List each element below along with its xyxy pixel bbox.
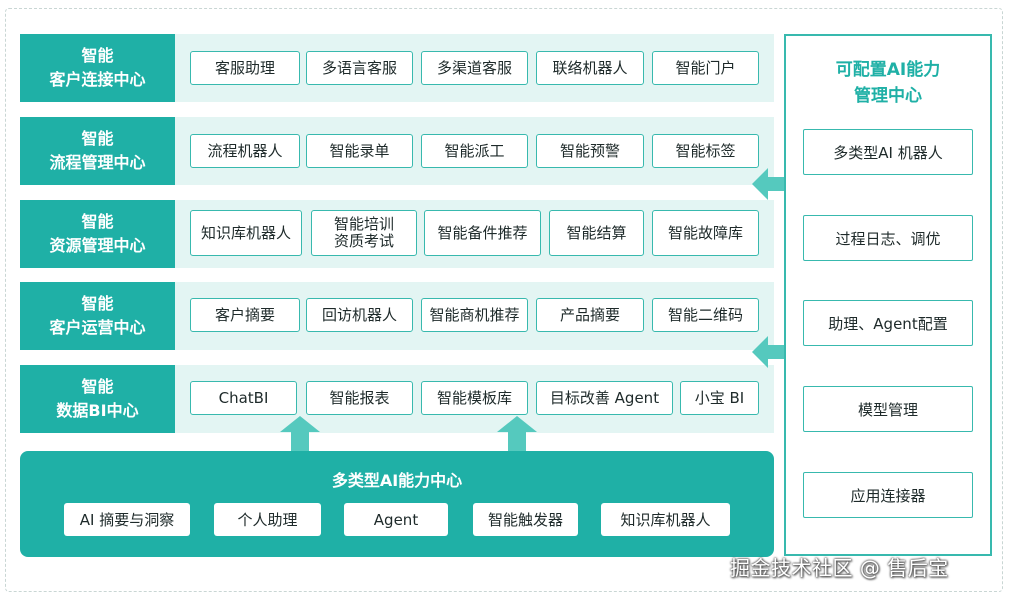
side-item-multi-ai-robot: 多类型AI 机器人 xyxy=(803,129,973,175)
ai-config-mgmt-panel xyxy=(784,34,992,556)
arrow-left-icon xyxy=(752,168,792,200)
diagram-frame xyxy=(5,8,1003,592)
item-smart-settlement: 智能结算 xyxy=(549,210,644,256)
item-training-line2: 资质考试 xyxy=(333,232,394,250)
bottom-item-ai-summary: AI 摘要与洞察 xyxy=(64,503,190,536)
item-template-library: 智能模板库 xyxy=(421,381,528,415)
item-smart-tag: 智能标签 xyxy=(652,134,759,168)
row-label-data-bi: 智能 数据BI中心 xyxy=(20,365,175,433)
item-knowledge-robot: 知识库机器人 xyxy=(190,210,302,256)
item-smart-portal: 智能门户 xyxy=(652,51,759,85)
arrow-up-icon xyxy=(280,416,320,452)
item-opportunity-recommend: 智能商机推荐 xyxy=(421,298,528,332)
item-training-exam: 智能培训 资质考试 xyxy=(311,210,417,256)
bottom-item-personal-assistant: 个人助理 xyxy=(214,503,321,536)
arrow-up-icon xyxy=(497,416,537,452)
item-spare-parts-recommend: 智能备件推荐 xyxy=(424,210,541,256)
item-training-line1: 智能培训 xyxy=(333,215,394,233)
row-label-customer-ops: 智能 客户运营中心 xyxy=(20,282,175,350)
row-label-line1: 智能 xyxy=(81,46,114,65)
row-label-line1: 智能 xyxy=(81,377,114,396)
row-label-process-mgmt: 智能 流程管理中心 xyxy=(20,117,175,185)
row-label-line2: 数据BI中心 xyxy=(56,401,139,420)
arrow-left-icon xyxy=(752,336,792,368)
side-title-line1: 可配置AI能力 xyxy=(835,60,941,80)
item-product-summary: 产品摘要 xyxy=(536,298,644,332)
row-label-line2: 资源管理中心 xyxy=(49,236,146,255)
row-label-customer-connect: 智能 客户连接中心 xyxy=(20,34,175,102)
item-smart-qrcode: 智能二维码 xyxy=(652,298,759,332)
side-item-model-mgmt: 模型管理 xyxy=(803,386,973,432)
row-label-line2: 客户运营中心 xyxy=(49,318,146,337)
item-xiaobao-bi: 小宝 BI xyxy=(680,381,759,415)
item-multichannel-service: 多渠道客服 xyxy=(421,51,528,85)
item-target-agent: 目标改善 Agent xyxy=(536,381,673,415)
side-item-agent-config: 助理、Agent配置 xyxy=(803,300,973,346)
side-title-line2: 管理中心 xyxy=(854,86,922,106)
item-smart-order-entry: 智能录单 xyxy=(306,134,413,168)
bottom-item-smart-trigger: 智能触发器 xyxy=(473,503,578,536)
row-label-line1: 智能 xyxy=(81,212,114,231)
side-item-process-log: 过程日志、调优 xyxy=(803,215,973,261)
ai-config-mgmt-title: 可配置AI能力 管理中心 xyxy=(784,57,992,109)
row-label-line1: 智能 xyxy=(81,294,114,313)
bottom-item-agent: Agent xyxy=(344,503,448,536)
ai-capability-center-title: 多类型AI能力中心 xyxy=(331,471,463,490)
row-label-resource-mgmt: 智能 资源管理中心 xyxy=(20,200,175,268)
bottom-item-knowledge-robot: 知识库机器人 xyxy=(601,503,730,536)
item-chatbi: ChatBI xyxy=(190,381,297,415)
item-multilingual-service: 多语言客服 xyxy=(306,51,413,85)
item-callback-robot: 回访机器人 xyxy=(306,298,413,332)
item-process-robot: 流程机器人 xyxy=(190,134,300,168)
item-contact-robot: 联络机器人 xyxy=(536,51,644,85)
row-label-line2: 客户连接中心 xyxy=(49,70,146,89)
item-customer-service-assistant: 客服助理 xyxy=(190,51,300,85)
row-label-line2: 流程管理中心 xyxy=(49,153,146,172)
item-smart-report: 智能报表 xyxy=(306,381,413,415)
row-label-line1: 智能 xyxy=(81,129,114,148)
item-smart-alert: 智能预警 xyxy=(536,134,644,168)
item-fault-library: 智能故障库 xyxy=(652,210,759,256)
item-customer-summary: 客户摘要 xyxy=(190,298,300,332)
side-item-app-connector: 应用连接器 xyxy=(803,472,973,518)
watermark: 掘金技术社区 @ 售后宝 xyxy=(730,556,949,580)
item-smart-dispatch: 智能派工 xyxy=(421,134,528,168)
